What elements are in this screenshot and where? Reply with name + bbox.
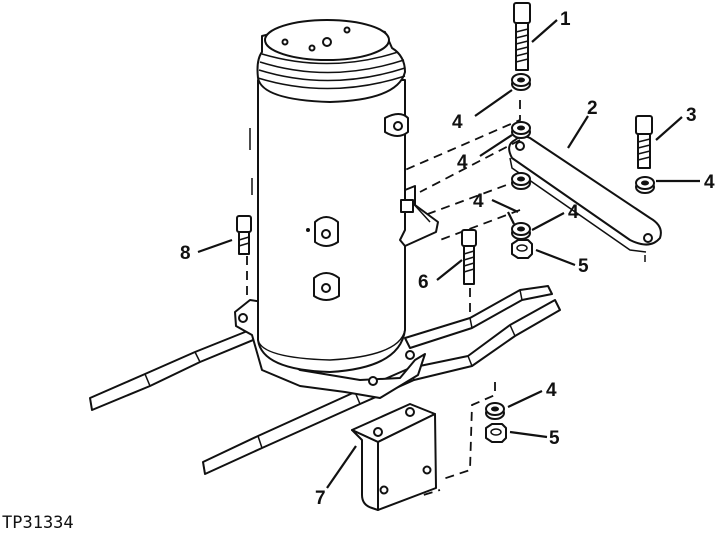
bolt-1	[513, 2, 531, 71]
bolt-3	[635, 115, 653, 169]
leader-lines	[197, 19, 700, 489]
callout-4: 4	[704, 172, 715, 193]
callout-4: 4	[452, 112, 463, 133]
washers	[485, 73, 655, 420]
callout-3: 3	[686, 105, 697, 126]
bolt-8	[236, 215, 252, 255]
callout-5: 5	[549, 428, 560, 449]
callout-7: 7	[315, 488, 326, 509]
callout-4: 4	[473, 191, 484, 212]
callout-6: 6	[418, 272, 429, 293]
callout-4: 4	[568, 202, 579, 223]
angle-bracket-7	[351, 403, 437, 511]
link-bar	[508, 135, 662, 262]
callout-5: 5	[578, 256, 589, 277]
figure-id: TP31334	[2, 513, 74, 533]
callout-8: 8	[180, 243, 191, 264]
tank-mounting-bracket	[399, 185, 439, 247]
rear-skid-rail	[89, 329, 259, 411]
callout-2: 2	[587, 98, 598, 119]
cylindrical-tank	[249, 19, 409, 373]
callout-1: 1	[560, 9, 571, 30]
bolt-6	[461, 229, 477, 285]
callout-4: 4	[457, 152, 468, 173]
nuts	[485, 239, 533, 443]
callout-labels: 1 2 3 4 4 4 4 4 4 5 5 6 7 8	[180, 9, 715, 509]
callout-4: 4	[546, 380, 557, 401]
